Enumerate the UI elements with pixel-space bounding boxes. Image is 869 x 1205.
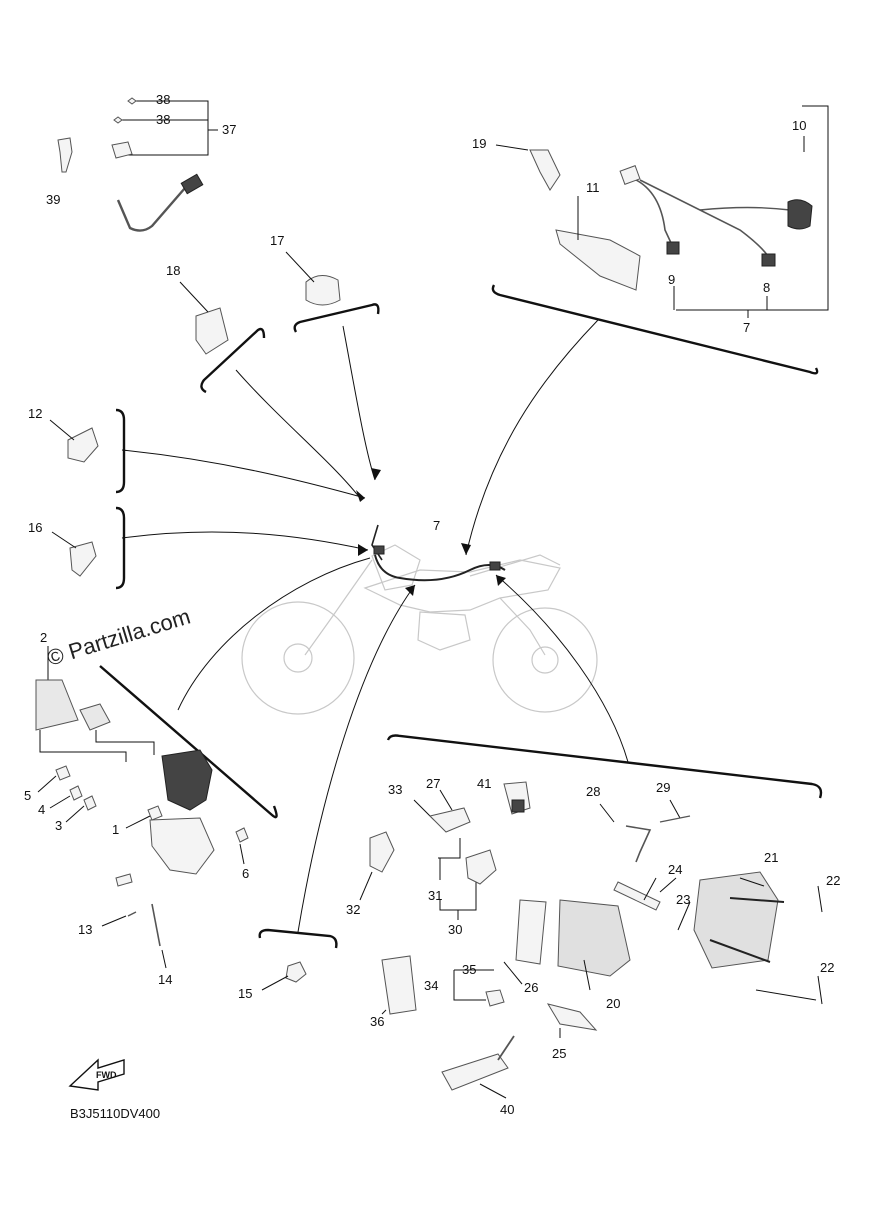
callout-34[interactable]: 34 [424,978,438,993]
callout-41[interactable]: 41 [477,776,491,791]
callout-2[interactable]: 2 [40,630,47,645]
callout-40[interactable]: 40 [500,1102,514,1117]
motorcycle-outline [241,544,598,715]
callout-30[interactable]: 30 [448,922,462,937]
callout-28[interactable]: 28 [586,784,600,799]
callout-38[interactable]: 38 [156,112,170,127]
callout-9[interactable]: 9 [668,272,675,287]
callout-labels: 38 38 37 39 10 19 11 9 8 7 17 18 12 16 7… [24,92,840,1117]
callout-32[interactable]: 32 [346,902,360,917]
group-20-41 [359,781,823,1099]
part-15 [261,961,307,991]
callout-22[interactable]: 22 [826,873,840,888]
wire-harness-on-bike [371,524,506,582]
group-1-6 [35,646,249,969]
callout-8[interactable]: 8 [763,280,770,295]
group-7-wire-harness [495,105,829,318]
group-12-16 [49,419,99,577]
callout-22[interactable]: 22 [820,960,834,975]
callout-5[interactable]: 5 [24,788,31,803]
watermark: © Partzilla.com [44,604,193,671]
group-17-18 [179,251,341,355]
callout-14[interactable]: 14 [158,972,172,987]
fwd-arrow-icon: FWD [68,1058,125,1091]
fwd-label: FWD [96,1070,117,1080]
callout-11[interactable]: 11 [586,180,600,195]
callout-31[interactable]: 31 [428,888,442,903]
callout-7[interactable]: 7 [433,518,440,533]
callout-33[interactable]: 33 [388,782,402,797]
callout-17[interactable]: 17 [270,233,284,248]
callout-29[interactable]: 29 [656,780,670,795]
callout-21[interactable]: 21 [764,850,778,865]
callout-1[interactable]: 1 [112,822,119,837]
callout-13[interactable]: 13 [78,922,92,937]
callout-4[interactable]: 4 [38,802,45,817]
callout-24[interactable]: 24 [668,862,682,877]
callout-25[interactable]: 25 [552,1046,566,1061]
callout-26[interactable]: 26 [524,980,538,995]
callout-15[interactable]: 15 [238,986,252,1001]
diagram-code: B3J5110DV400 [70,1106,160,1121]
callout-27[interactable]: 27 [426,776,440,791]
callout-35[interactable]: 35 [462,962,476,977]
leader-lines [121,319,629,933]
callout-7[interactable]: 7 [743,320,750,335]
callout-23[interactable]: 23 [676,892,690,907]
callout-10[interactable]: 10 [792,118,806,133]
callout-18[interactable]: 18 [166,263,180,278]
group-37-38-39 [57,97,218,232]
callout-12[interactable]: 12 [28,406,42,421]
callout-39[interactable]: 39 [46,192,60,207]
callout-20[interactable]: 20 [606,996,620,1011]
callout-38[interactable]: 38 [156,92,170,107]
callout-19[interactable]: 19 [472,136,486,151]
callout-16[interactable]: 16 [28,520,42,535]
callout-3[interactable]: 3 [55,818,62,833]
callout-36[interactable]: 36 [370,1014,384,1029]
callout-37[interactable]: 37 [222,122,236,137]
group-brackets [99,284,823,949]
callout-6[interactable]: 6 [242,866,249,881]
